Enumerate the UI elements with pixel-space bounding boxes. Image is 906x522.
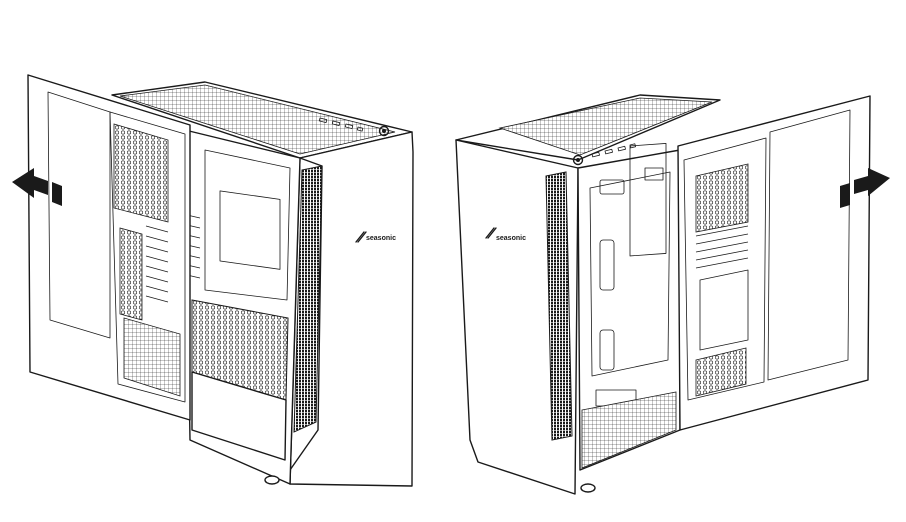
right-cable-tray [589, 171, 671, 377]
right-foot-front [580, 483, 596, 493]
left-expansion-slots [186, 214, 201, 279]
right-logo-text: seasonic [496, 235, 526, 242]
right-psu-area [581, 391, 677, 469]
right-brand-logo: seasonic [485, 227, 526, 242]
left-front-mesh-strip [293, 165, 323, 433]
left-glass-view-frame [109, 111, 186, 403]
left-front-io [318, 117, 390, 137]
left-side-glass-inner [47, 91, 111, 339]
right-front-mesh-strip [545, 171, 573, 441]
right-top-mesh [498, 97, 713, 156]
left-brand-logo: seasonic [355, 231, 396, 243]
right-panel-view-frame [683, 137, 767, 401]
right-panel-psu-mesh [695, 347, 747, 397]
right-panel-fan-mesh [695, 163, 749, 233]
right-panel-slot-covers [695, 225, 749, 269]
left-glass-fan-mesh-bottom [119, 227, 143, 321]
left-logo-text: seasonic [366, 235, 396, 242]
left-case-view: seasonic [12, 74, 414, 487]
power-button-icon [572, 154, 584, 166]
power-button-icon [378, 125, 390, 137]
right-cable-grommets [599, 179, 625, 371]
right-case-view: seasonic [455, 94, 890, 495]
right-panel-motherboard-area [699, 269, 749, 351]
right-side-panel-inner [767, 109, 851, 381]
left-glass-slot-covers [145, 225, 169, 303]
arrow-left-icon [12, 168, 62, 206]
left-glass-psu-mesh [123, 317, 181, 397]
arrow-right-icon [840, 168, 890, 208]
left-cpu-cutout [219, 190, 281, 270]
left-foot-front [264, 475, 280, 485]
left-bottom-base [191, 371, 287, 461]
left-top-mesh [119, 84, 396, 155]
left-motherboard-tray [204, 149, 291, 301]
right-cpu-backplate-cutout [629, 143, 667, 257]
left-glass-fan-mesh-top [113, 123, 169, 223]
left-front-panel-trim [289, 157, 323, 471]
